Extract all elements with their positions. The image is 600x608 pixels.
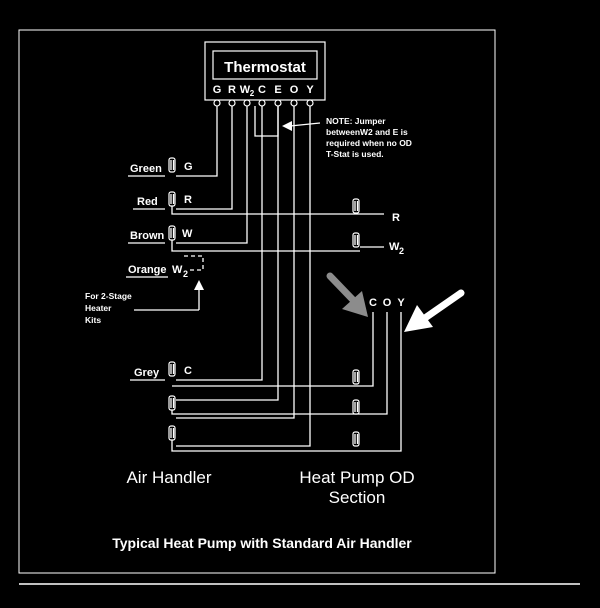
thermostat-wires: [176, 106, 311, 447]
term-label-w2-sub: 2: [183, 269, 188, 279]
heater-arrowhead: [194, 280, 204, 290]
heater-note-2: Heater: [85, 303, 112, 313]
outdoor-r-label: R: [392, 212, 400, 224]
wire-label-brown: Brown: [130, 230, 165, 242]
wire-label-red: Red: [137, 196, 158, 208]
note-line-1: NOTE: Jumper: [326, 116, 386, 126]
coy-o: O: [383, 297, 392, 309]
note-line-3: required when no OD: [326, 138, 412, 148]
thermostat-terminals: [213, 99, 314, 107]
note-line-4: T-Stat is used.: [326, 149, 384, 159]
heat-pump-label-1: Heat Pump OD: [299, 468, 414, 487]
w2-dashed-jumper: [184, 255, 204, 271]
coy-wires: [360, 312, 402, 452]
term-letter-o: O: [290, 84, 299, 96]
note-arrow-line: [289, 122, 321, 127]
air-handler-wiring: [171, 198, 360, 452]
term-letter-w2-sub: 2: [250, 89, 255, 98]
term-label-c: C: [184, 365, 192, 377]
thermostat-display: [212, 50, 318, 80]
term-letter-e: E: [274, 84, 281, 96]
heater-note-3: Kits: [85, 315, 101, 325]
thermostat-title: Thermostat: [224, 59, 306, 76]
term-letter-c: C: [258, 84, 266, 96]
outdoor-w2-sub: 2: [399, 246, 404, 256]
note-arrowhead: [282, 121, 292, 131]
heater-note-1: For 2-Stage: [85, 291, 132, 301]
outdoor-terminals: [352, 198, 360, 447]
term-label-g: G: [184, 161, 193, 173]
thermostat-box: [204, 41, 326, 101]
term-label-w: W: [182, 228, 193, 240]
white-arrow-icon: [404, 289, 465, 332]
term-label-w2: W: [172, 264, 183, 276]
air-handler-label: Air Handler: [126, 468, 211, 487]
term-letter-w: W: [240, 84, 251, 96]
wire-label-grey: Grey: [134, 367, 160, 379]
term-letter-g: G: [213, 84, 222, 96]
note-line-2: betweenW2 and E is: [326, 127, 408, 137]
coy-y: Y: [397, 297, 405, 309]
jumper-w2-e: [254, 106, 279, 137]
term-letter-y: Y: [306, 84, 314, 96]
term-label-r: R: [184, 194, 192, 206]
air-handler-terminals: [168, 157, 176, 441]
coy-c: C: [369, 297, 377, 309]
wire-label-orange: Orange: [128, 264, 167, 276]
wire-label-green: Green: [130, 163, 162, 175]
outdoor-w2-label: W: [389, 241, 400, 253]
term-letter-r: R: [228, 84, 236, 96]
diagram-caption: Typical Heat Pump with Standard Air Hand…: [112, 535, 412, 551]
heat-pump-label-2: Section: [329, 488, 386, 507]
outer-frame: [18, 29, 496, 574]
gray-arrow-icon: [326, 272, 368, 317]
